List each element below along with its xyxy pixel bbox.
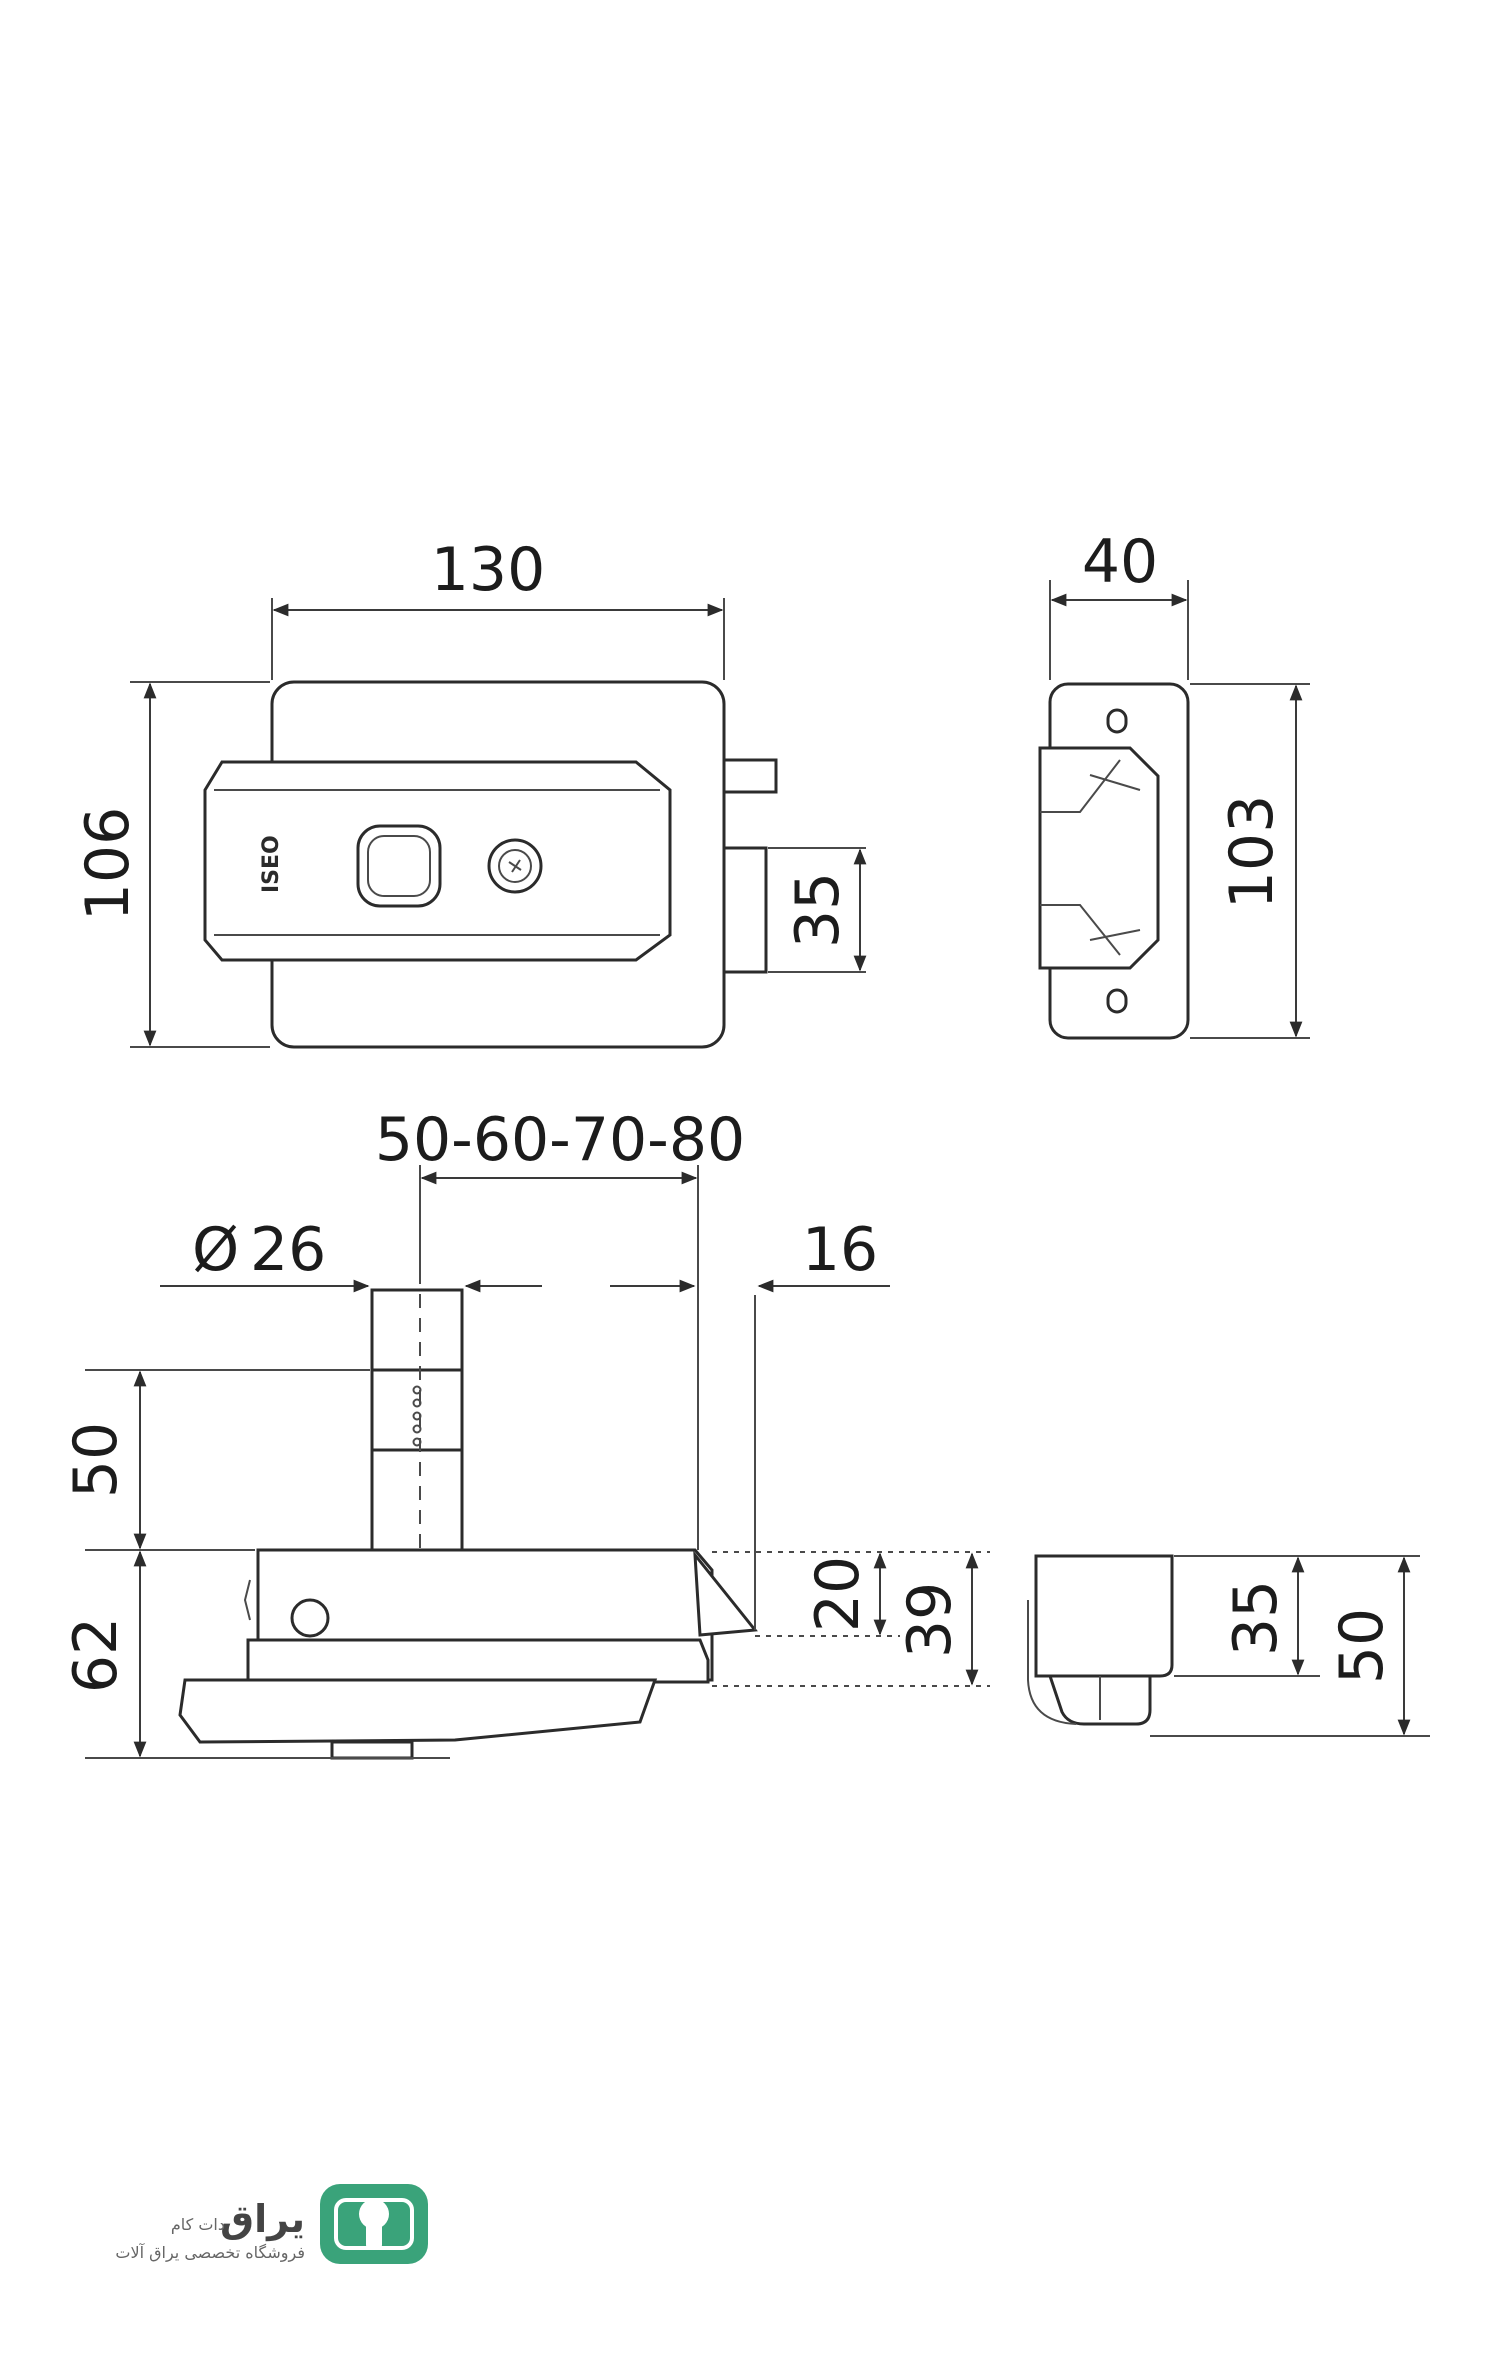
dim-depth: 40 (1082, 527, 1158, 597)
dim-width: 130 (431, 535, 546, 605)
key-cylinder-icon (487, 838, 543, 894)
store-logo: یراق دات کام فروشگاه تخصصی یراق آلات (115, 2184, 428, 2264)
dim-keeper-height: 103 (1217, 795, 1287, 910)
dim-diameter: 26 (250, 1215, 326, 1285)
dim-keeper-total: 50 (1327, 1608, 1397, 1684)
dim-cylinder-length: 50 (61, 1422, 131, 1498)
keyhole-logo-icon (320, 2184, 428, 2264)
dim-height: 106 (73, 807, 143, 922)
keeper-dimensions: 40 103 (1049, 527, 1310, 1039)
logo-name: یراق (220, 2197, 305, 2241)
dim-bolt: 35 (783, 872, 853, 948)
front-view: ISEO (203, 680, 778, 1049)
dim-deadbolt-projection: 39 (895, 1582, 965, 1658)
keeper-view (1038, 682, 1190, 1040)
top-view (178, 1270, 758, 1760)
dim-keeper-depth: 35 (1221, 1580, 1291, 1656)
push-button (356, 824, 442, 908)
keeper-top-dimensions: 35 50 (1150, 1555, 1430, 1737)
keeper-top-view (1027, 1554, 1174, 1726)
dim-diameter-symbol: Ø (192, 1215, 239, 1285)
brand-mark: ISEO (259, 835, 284, 893)
front-dimensions: 130 106 35 (73, 535, 867, 1048)
dim-body-depth: 62 (61, 1617, 131, 1693)
dim-latch-offset: 16 (802, 1215, 878, 1285)
logo-tagline: فروشگاه تخصصی یراق آلات (115, 2243, 305, 2263)
dim-latch-projection: 20 (803, 1556, 873, 1632)
logo-suffix: دات کام (171, 2215, 225, 2234)
dim-backset: 50-60-70-80 (375, 1105, 745, 1175)
top-dimensions: 50-60-70-80 Ø 26 16 50 62 20 39 (61, 1105, 990, 1759)
